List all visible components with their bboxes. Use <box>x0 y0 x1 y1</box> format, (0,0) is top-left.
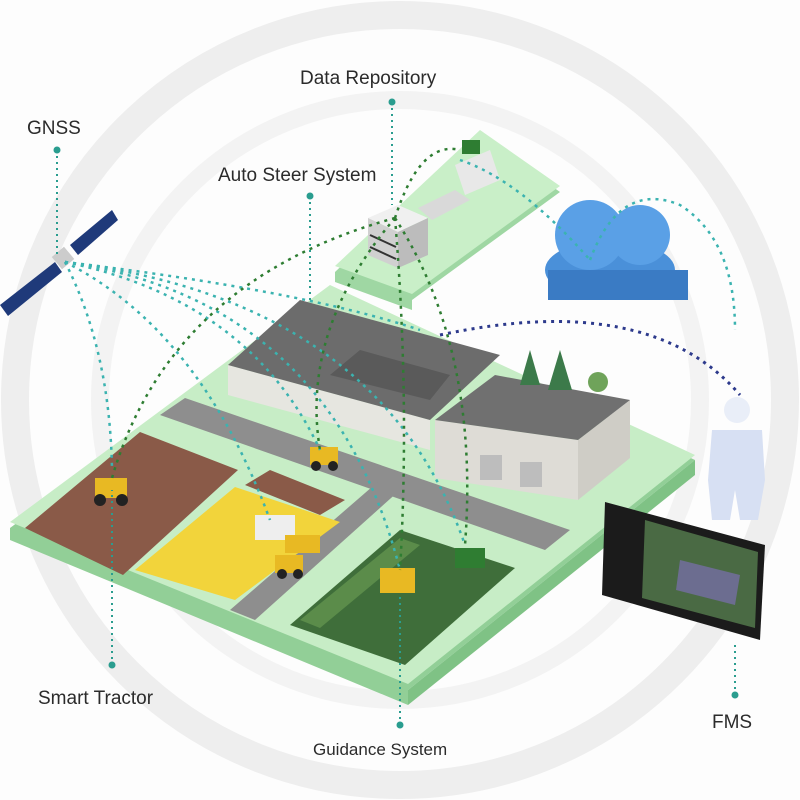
vehicles <box>94 447 485 593</box>
harvester-wheat <box>255 515 320 553</box>
label-auto-steer-system: Auto Steer System <box>218 165 377 186</box>
satellite-icon <box>0 210 118 316</box>
label-gnss: GNSS <box>27 118 81 139</box>
label-guidance-system: Guidance System <box>313 740 448 759</box>
tractor-plowed-field <box>94 478 128 506</box>
tractor-green <box>455 548 485 568</box>
label-smart-tractor: Smart Tractor <box>38 688 154 709</box>
label-callouts <box>53 98 739 729</box>
cloud-icon <box>545 200 688 300</box>
tractor-road <box>275 555 303 579</box>
fms-tablet <box>602 502 765 640</box>
auto-steer-server <box>368 205 428 268</box>
label-fms: FMS <box>712 712 753 733</box>
label-data-repository: Data Repository <box>300 68 437 89</box>
teal-gnss-links <box>63 158 737 571</box>
plowed-field <box>25 432 238 575</box>
farmer-figure <box>708 397 765 520</box>
green-steer-links <box>110 147 469 571</box>
tractor-yard <box>310 447 338 471</box>
harvester-crops <box>380 568 415 593</box>
farm-buildings <box>228 300 630 500</box>
